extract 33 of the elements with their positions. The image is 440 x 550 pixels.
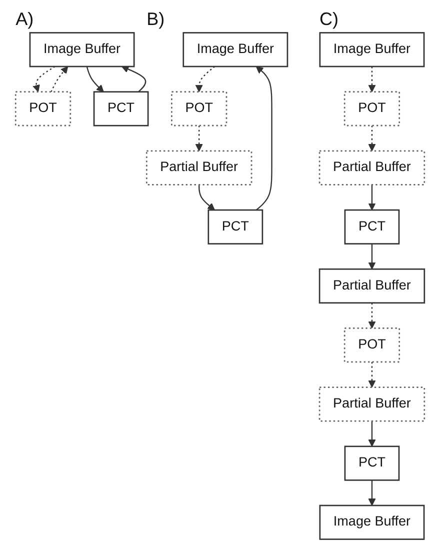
arrow	[195, 126, 203, 152]
arrow	[368, 126, 376, 152]
arrow	[256, 66, 272, 210]
node-box: PCT	[344, 209, 400, 244]
node-box: Partial Buffer	[318, 386, 426, 422]
node-box: Image Buffer	[29, 32, 135, 68]
arrow	[368, 66, 376, 92]
node-box: Partial Buffer	[318, 150, 426, 186]
node-box: Image Buffer	[182, 32, 288, 68]
node-box: POT	[171, 91, 228, 126]
node-box: POT	[14, 91, 72, 126]
node-box: Image Buffer	[319, 32, 425, 68]
panel-label: C)	[320, 8, 339, 29]
node-box: Partial Buffer	[146, 150, 252, 186]
arrow	[368, 362, 376, 388]
arrow	[121, 66, 146, 92]
arrow	[368, 421, 376, 447]
node-box: Image Buffer	[319, 504, 425, 540]
panel-label: B)	[146, 8, 165, 29]
arrow	[86, 66, 104, 92]
node-box: POT	[344, 328, 400, 363]
panel-label: A)	[16, 8, 34, 29]
arrow	[368, 480, 376, 506]
arrow	[368, 302, 376, 329]
node-box: PCT	[208, 209, 264, 244]
arrow	[368, 184, 376, 210]
arrow	[368, 244, 376, 270]
node-box: PCT	[93, 91, 149, 126]
node-box: Partial Buffer	[318, 268, 426, 304]
arrow	[198, 184, 215, 210]
node-box: POT	[344, 91, 400, 126]
node-box: PCT	[344, 446, 400, 481]
arrow	[50, 66, 68, 92]
